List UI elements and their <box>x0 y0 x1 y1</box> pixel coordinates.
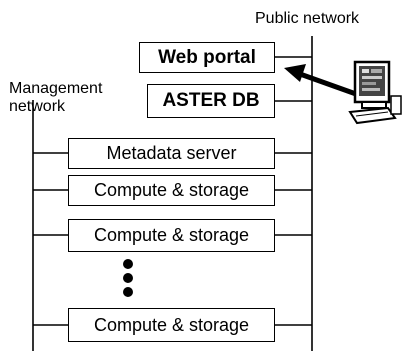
ellipsis-dot <box>123 273 133 283</box>
ellipsis-dot <box>123 259 133 269</box>
ellipsis-dot <box>123 287 133 297</box>
aster-db-box: ASTER DB <box>147 84 275 118</box>
compute-storage-box-1: Compute & storage <box>68 175 275 206</box>
computer-workstation-icon <box>348 60 402 125</box>
management-network-label-line1: Management <box>9 80 103 97</box>
compute-storage-box-3: Compute & storage <box>68 308 275 342</box>
request-arrow-icon <box>284 64 357 97</box>
metadata-server-box: Metadata server <box>68 138 275 169</box>
management-network-label-line2: network <box>9 98 66 115</box>
public-network-label: Public network <box>255 10 360 27</box>
web-portal-box: Web portal <box>139 42 275 73</box>
compute-storage-box-2: Compute & storage <box>68 219 275 252</box>
